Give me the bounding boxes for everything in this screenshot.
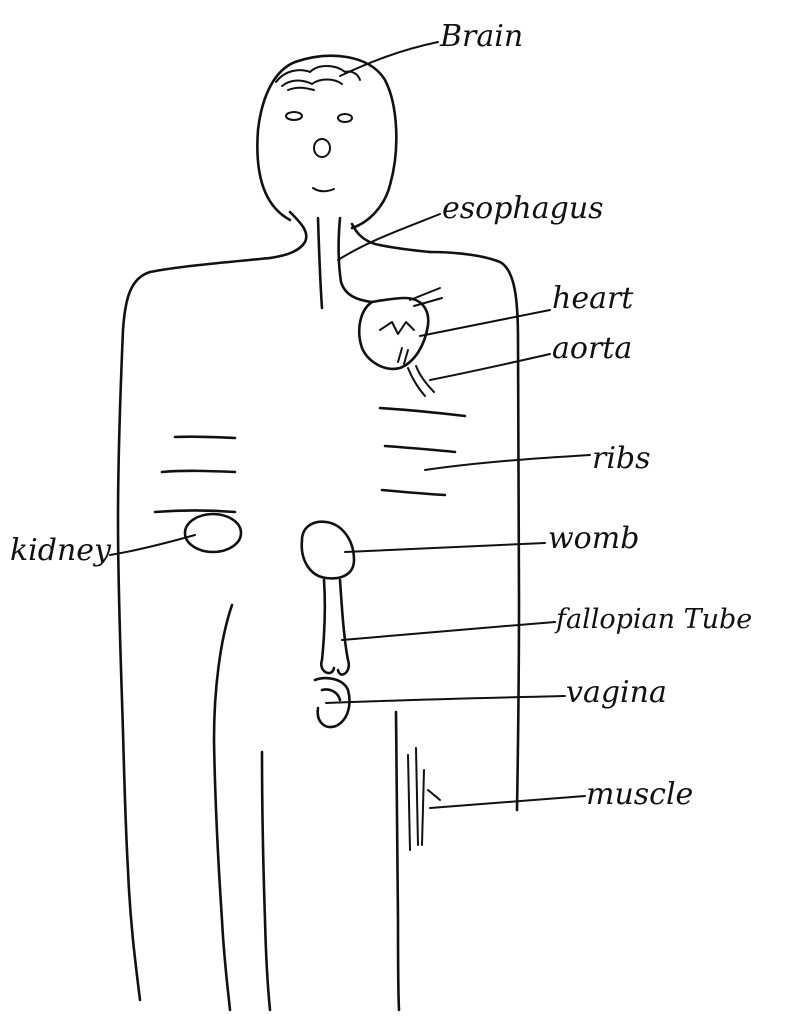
mouth bbox=[313, 188, 334, 191]
right-eye bbox=[338, 114, 352, 122]
right-side-outline bbox=[430, 252, 519, 810]
organs bbox=[155, 218, 465, 850]
leader-esophagus bbox=[338, 214, 440, 260]
leader-ribs bbox=[425, 455, 590, 470]
label-heart: heart bbox=[552, 281, 634, 316]
rib-left-2 bbox=[162, 471, 235, 472]
leader-aorta bbox=[430, 354, 550, 380]
fallopian-tube-shape bbox=[321, 580, 349, 675]
aorta-vessel bbox=[408, 366, 434, 396]
left-inner-leg bbox=[214, 605, 232, 1010]
leader-kidney bbox=[110, 535, 195, 555]
left-leg-line bbox=[262, 752, 270, 1010]
label-ribs: ribs bbox=[592, 441, 651, 476]
label-womb: womb bbox=[548, 521, 639, 556]
leader-muscle bbox=[430, 796, 585, 808]
heart-shape bbox=[359, 298, 428, 369]
kidney-shape bbox=[185, 514, 241, 552]
label-aorta: aorta bbox=[552, 331, 632, 366]
label-kidney: kidney bbox=[10, 533, 112, 568]
leader-heart bbox=[420, 310, 550, 336]
rib-right-2 bbox=[385, 446, 455, 452]
leader-fallopian-tube bbox=[342, 622, 555, 640]
label-vagina: vagina bbox=[566, 675, 667, 710]
nose bbox=[314, 139, 330, 157]
label-esophagus: esophagus bbox=[442, 191, 604, 226]
right-leg-line bbox=[396, 712, 399, 1010]
label-muscle: muscle bbox=[586, 777, 693, 812]
heart-vessels bbox=[398, 288, 442, 364]
neck-right bbox=[352, 224, 430, 252]
left-side-outline bbox=[118, 258, 270, 1000]
left-eye bbox=[286, 112, 302, 120]
muscle-lines bbox=[408, 748, 440, 850]
esophagus-tube-left bbox=[318, 218, 322, 308]
leader-vagina bbox=[326, 696, 565, 703]
womb-shape bbox=[302, 522, 354, 579]
rib-right-3 bbox=[382, 490, 445, 495]
leader-womb bbox=[345, 543, 545, 552]
rib-left-1 bbox=[175, 437, 235, 438]
label-fallopian-tube: fallopian Tube bbox=[554, 604, 752, 635]
heart-detail bbox=[380, 322, 414, 334]
brain-scribble bbox=[276, 66, 360, 90]
rib-left-3 bbox=[155, 511, 235, 513]
label-brain: Brain bbox=[439, 19, 523, 54]
rib-right-1 bbox=[380, 408, 465, 416]
